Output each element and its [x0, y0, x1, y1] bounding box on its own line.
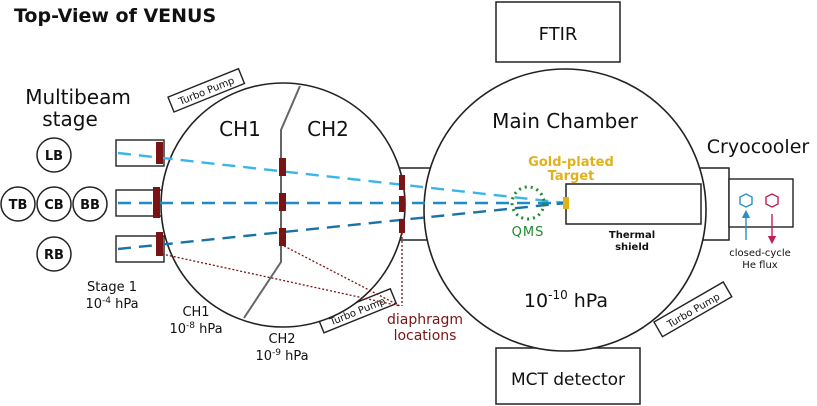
ch2-pressure-label: CH2: [268, 332, 295, 347]
diaphragm-stage-cb: [153, 187, 160, 218]
cryo-box: [728, 178, 794, 228]
diaphragm-ch1-2: [279, 193, 286, 211]
ch1-pressure: 10-8 hPa: [169, 321, 222, 337]
beam-rb: [117, 201, 567, 251]
svg-text:RB: RB: [44, 248, 64, 263]
diaphragms: [153, 142, 405, 256]
ftir-box: [495, 1, 621, 63]
ch1-label: CH1: [219, 117, 261, 141]
mct-box: [495, 347, 641, 405]
beam-rb-source: RB: [36, 236, 72, 272]
diaphragm-ch2-2: [399, 196, 405, 212]
ftir-label: FTIR: [539, 24, 578, 45]
diaphragm-ch1-1: [279, 158, 286, 176]
cryocooler-label: Cryocooler: [707, 136, 810, 158]
diaphragm-ch2-3: [399, 219, 405, 233]
ch2-pressure: 10-9 hPa: [255, 348, 308, 364]
beam-lb: [117, 151, 567, 205]
beam-cb-source: CB: [36, 186, 72, 222]
qms-label: QMS: [512, 225, 545, 240]
svg-text:LB: LB: [45, 149, 63, 164]
qms-ring: [510, 185, 546, 221]
diaphragm-stage-rb: [156, 232, 163, 256]
beam-tb-source: TB: [0, 186, 36, 222]
main-chamber-label: Main Chamber: [492, 109, 638, 133]
diaphragm-label-2: locations: [394, 328, 457, 344]
svg-text:TB: TB: [9, 198, 28, 213]
svg-text:CB: CB: [44, 198, 63, 213]
diaphragm-label-1: diaphragm: [387, 312, 463, 328]
multibeam-label-1: Multibeam: [25, 85, 131, 109]
shield-label-2: shield: [615, 242, 649, 253]
mct-label: MCT detector: [511, 370, 625, 390]
diaphragm-stage-lb: [156, 142, 163, 164]
gold-target: [563, 197, 569, 209]
stage1-pressure: 10-4 hPa: [85, 296, 138, 312]
target-label-1: Gold-plated: [528, 155, 614, 170]
diaphragm-ch2-1: [399, 175, 405, 190]
main-chamber: [423, 68, 707, 352]
ch1-pressure-label: CH1: [182, 305, 209, 320]
he-flux-label-2: He flux: [742, 260, 777, 271]
diaphragm-pointers: [161, 233, 403, 307]
svg-text:BB: BB: [80, 198, 100, 213]
he-in-icon: [739, 193, 753, 208]
shield-label-1: Thermal: [609, 230, 655, 241]
diagram-title: Top-View of VENUS: [14, 5, 216, 27]
he-flux-label-1: closed-cycle: [729, 248, 791, 259]
beam-lb-source: LB: [36, 137, 72, 173]
multibeam-label-2: stage: [42, 107, 98, 131]
stage1-label: Stage 1: [87, 280, 137, 295]
target-label-2: Target: [548, 169, 595, 184]
diaphragm-ch1-3: [279, 228, 286, 246]
he-out-icon: [765, 193, 779, 208]
thermal-shield: [565, 183, 702, 225]
main-pressure: 10-10 hPa: [524, 288, 608, 312]
beam-bb-source: BB: [72, 186, 108, 222]
ch2-label: CH2: [307, 117, 349, 141]
